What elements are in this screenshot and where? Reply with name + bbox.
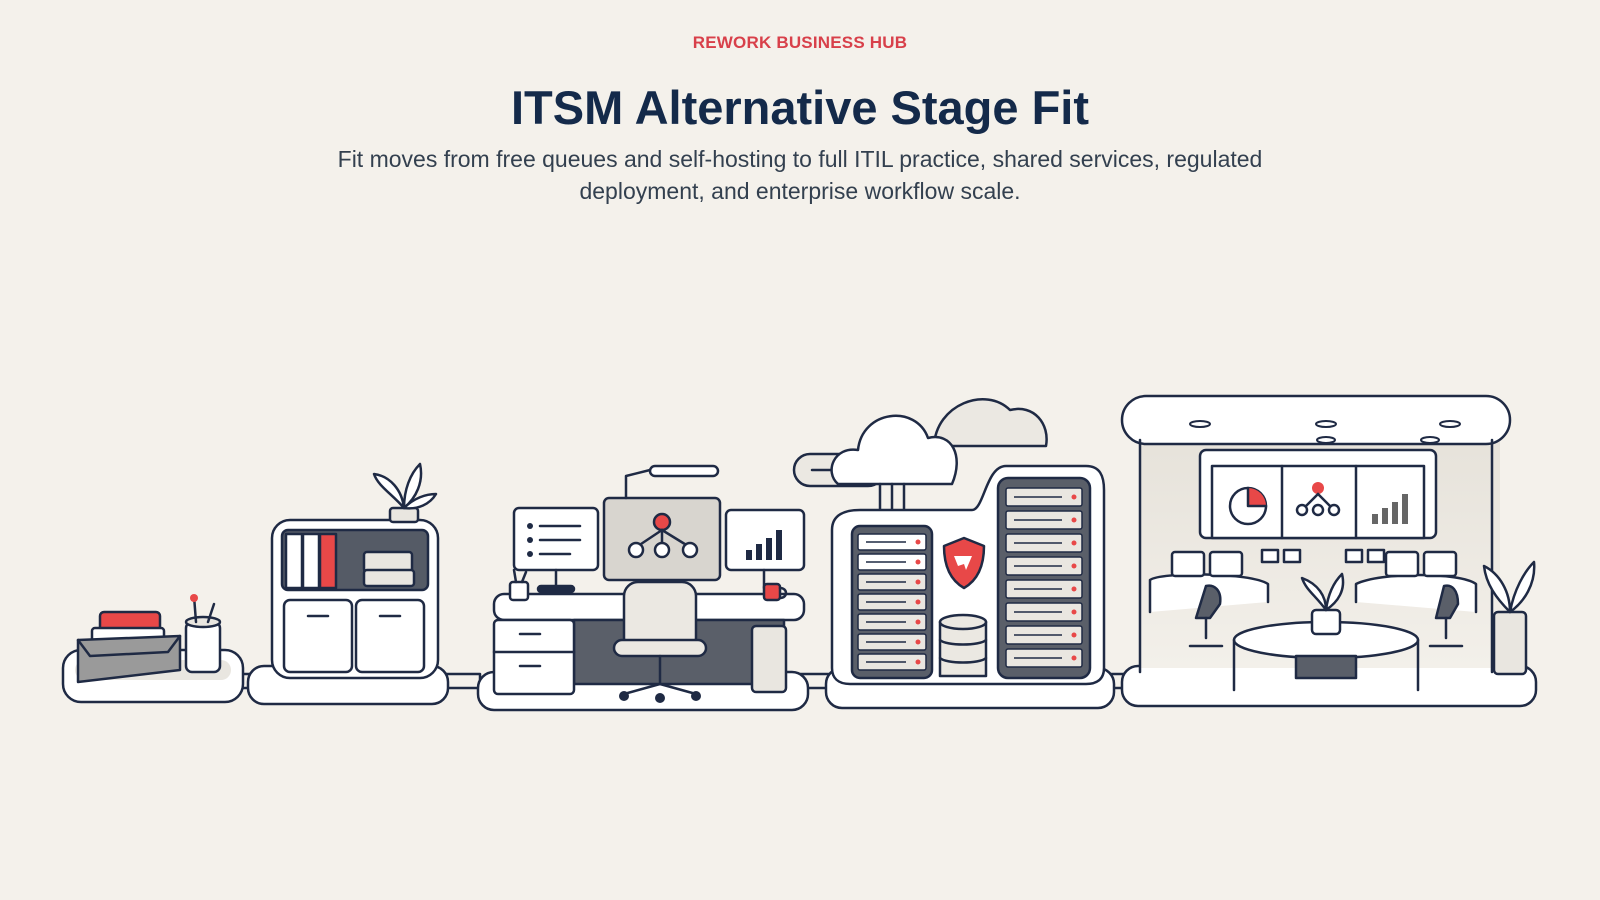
cloud-server-rack-stage xyxy=(792,398,1116,710)
server-led xyxy=(1071,517,1077,523)
server-rack-icon xyxy=(830,464,1106,686)
workstation-icon xyxy=(492,464,806,703)
server-led xyxy=(915,599,921,605)
server-led xyxy=(1071,494,1077,500)
filing-cabinet-icon xyxy=(270,518,440,680)
server-led xyxy=(1071,586,1077,592)
inbox-tray-stage xyxy=(61,594,245,704)
potted-plant-icon xyxy=(372,462,438,524)
enterprise-office-stage xyxy=(1120,394,1538,708)
workstation-desk-stage xyxy=(476,464,810,712)
server-led xyxy=(1071,540,1077,546)
server-led xyxy=(915,639,921,645)
server-led xyxy=(1071,563,1077,569)
server-led xyxy=(915,619,921,625)
page-title: ITSM Alternative Stage Fit xyxy=(510,81,1090,134)
page-subtitle: Fit moves from free queues and self-host… xyxy=(337,146,1263,204)
server-led xyxy=(1071,655,1077,661)
pen-cup-icon xyxy=(184,594,222,674)
server-led xyxy=(915,559,921,565)
server-led xyxy=(915,659,921,665)
inbox-tray-icon xyxy=(76,610,182,684)
brand-eyebrow: REWORK BUSINESS HUB xyxy=(692,33,908,52)
server-led xyxy=(1071,609,1077,615)
filing-cabinet-stage xyxy=(246,462,450,706)
server-led xyxy=(915,539,921,545)
office-floor-icon xyxy=(1120,394,1536,692)
server-led xyxy=(1071,632,1077,638)
server-led xyxy=(915,579,921,585)
cloud-icon xyxy=(792,398,1048,536)
